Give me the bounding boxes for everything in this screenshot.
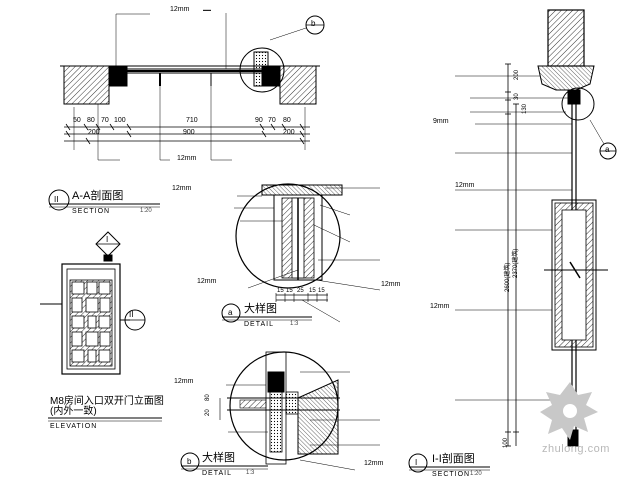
top-plan-glass-label: 12mm [170, 6, 190, 13]
section-i-dim-200: 200 [514, 69, 520, 80]
detail-a-subtitle: DETAIL [244, 321, 274, 328]
section-i-dim-inner: 2370(建筑) [513, 248, 519, 278]
dim-710: 710 [186, 117, 198, 124]
section-i-marker: I [415, 458, 418, 467]
detail-b-view [180, 351, 380, 472]
section-i-title: I-I剖面图 [432, 453, 475, 465]
section-i-dim-total: 2600(建筑) [505, 262, 511, 292]
elevation-title: M8房间入口双开门立面图 [50, 396, 164, 407]
section-i-subtitle: SECTION [432, 471, 471, 478]
dim-80: 80 [87, 117, 95, 124]
section-ii-title: A-A剖面图 [72, 190, 124, 202]
detail-a-scale: 1:3 [290, 321, 299, 327]
dim-200-left: 200 [88, 129, 100, 136]
section-i-dim-bottom: 100 [503, 437, 509, 448]
dim-200-right: 200 [283, 129, 295, 136]
detail-a-dim-5: 15 [318, 288, 325, 294]
dim-50: 50 [73, 117, 81, 124]
detail-b-glass-label-bottom: 12mm [364, 460, 384, 467]
detail-a-dim-1: 15 [277, 288, 284, 294]
door-elevation-view [40, 231, 162, 422]
dim-70: 70 [101, 117, 109, 124]
watermark-text: zhulong.com [542, 443, 610, 455]
dim-100: 100 [114, 117, 126, 124]
detail-b-glass-label: 12mm [174, 378, 194, 385]
section-ii-subtitle: SECTION [72, 208, 111, 215]
detail-a-dim-4: 15 [309, 288, 316, 294]
dim-90: 90 [255, 117, 263, 124]
detail-b-dim-20: 20 [205, 409, 211, 416]
elevation-subtitle: ELEVATION [50, 423, 98, 430]
top-plan-view [60, 13, 325, 161]
section-ii-title-graphic [48, 189, 160, 211]
detail-a-left-label: 12mm [197, 278, 217, 285]
section-ii-marker: II [54, 195, 59, 204]
section-i-low-label: 12mm [430, 303, 450, 310]
detail-b-scale: 1:3 [246, 470, 255, 476]
top-plan-glass-label-bottom: 12mm [177, 155, 197, 162]
section-i-view [408, 9, 617, 473]
detail-b-subtitle: DETAIL [202, 470, 232, 477]
detail-b-title: 大样图 [202, 452, 235, 464]
detail-b-bubble-label: b [311, 19, 316, 28]
elevation-marker-right: II [129, 310, 134, 319]
detail-a-dim-3: 25 [297, 288, 304, 294]
top-plan-glass-note: ▬▬ [203, 7, 211, 12]
dim-900: 900 [183, 129, 195, 136]
detail-a-title: 大样图 [244, 303, 277, 315]
watermark-logo [540, 382, 598, 440]
detail-a-dim-2: 15 [286, 288, 293, 294]
detail-a-right-label: 12mm [381, 281, 401, 288]
detail-b-marker: b [187, 457, 192, 466]
section-ii-scale: 1:20 [140, 208, 152, 214]
section-i-bubble: a [605, 145, 610, 154]
section-i-dim-130: 130 [522, 103, 528, 114]
dim-80b: 80 [283, 117, 291, 124]
section-i-dim-30: 30 [514, 93, 520, 100]
detail-a-view [221, 183, 381, 323]
elevation-marker-top: I [106, 235, 109, 244]
section-i-scale: 1:20 [470, 471, 482, 477]
section-i-glass-label: 9mm [433, 118, 449, 125]
elevation-title-2: (内外一致) [50, 406, 97, 417]
section-i-mid-label: 12mm [455, 182, 475, 189]
detail-a-marker: a [228, 308, 233, 317]
detail-a-glass-label: 12mm [172, 185, 192, 192]
detail-b-dim-80: 80 [205, 394, 211, 401]
dim-70b: 70 [268, 117, 276, 124]
